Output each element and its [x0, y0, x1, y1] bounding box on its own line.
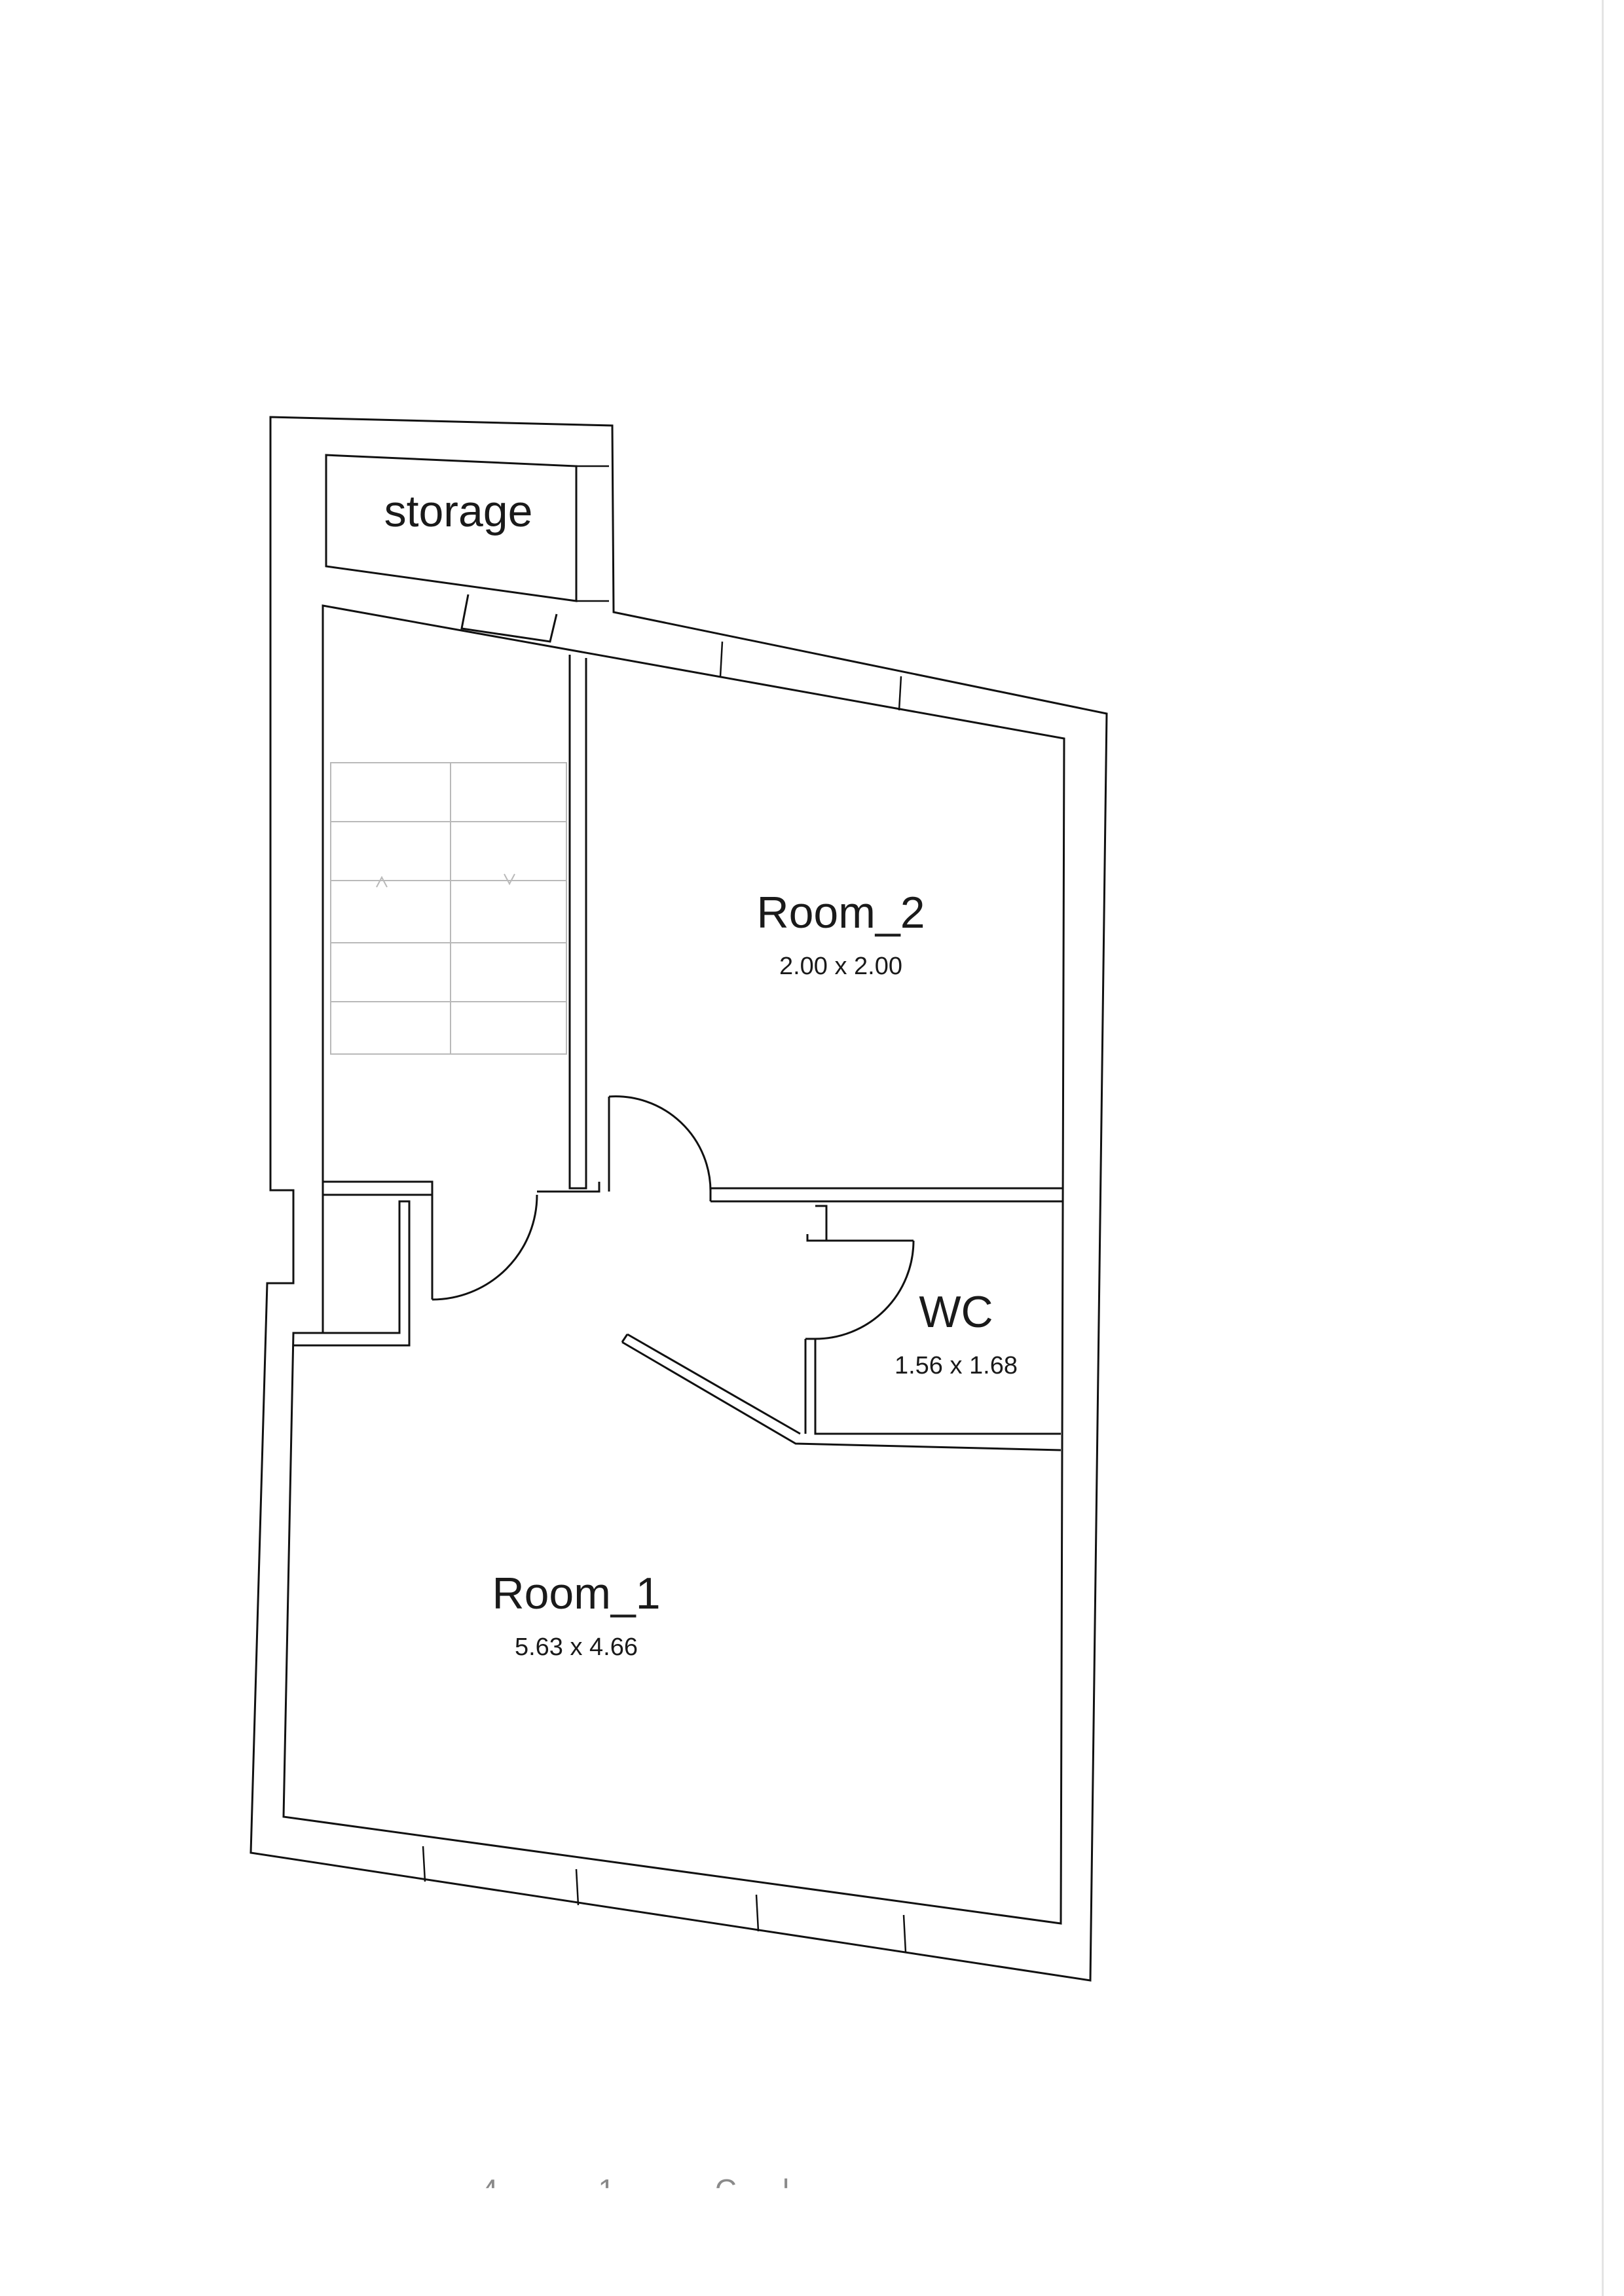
- hallway-wall: [323, 1180, 434, 1196]
- wc-south-wall: [621, 1333, 1061, 1451]
- wc-door-swing: [815, 1240, 915, 1340]
- wc-wall-cap: [621, 1334, 629, 1343]
- staircase: [330, 762, 567, 1055]
- window-mark: [719, 641, 724, 678]
- room1-dimensions: 5.63 x 4.66: [514, 1633, 638, 1661]
- room2-door-swing: [608, 1095, 712, 1194]
- room2-name: Room_2: [756, 888, 925, 938]
- inner-wall: [282, 604, 1065, 1925]
- closet-door-swing: [432, 1194, 538, 1301]
- hallway-wall: [537, 1182, 600, 1193]
- window-mark: [902, 1914, 907, 1953]
- closet-wall: [293, 1200, 411, 1347]
- window-mark: [575, 1868, 580, 1906]
- window-mark: [898, 676, 902, 711]
- footer-text: 4 1 Cl: [481, 2173, 836, 2207]
- room2-dimensions: 2.00 x 2.00: [779, 953, 903, 980]
- scan-edge-line: [1602, 0, 1604, 2296]
- wc-name: WC: [919, 1287, 993, 1337]
- room1-name: Room_1: [492, 1569, 661, 1618]
- partition-wall: [568, 655, 587, 1190]
- wc-dimensions: 1.56 x 1.68: [894, 1352, 1018, 1379]
- room2-south-wall: [710, 1187, 1062, 1203]
- window-mark: [755, 1894, 760, 1932]
- wc-wall: [806, 1205, 828, 1242]
- wc-wall: [805, 1338, 1061, 1435]
- storage-door: [460, 594, 558, 643]
- storage-label: storage: [384, 486, 533, 536]
- outer-wall: [249, 416, 1108, 1982]
- window-mark: [422, 1846, 426, 1882]
